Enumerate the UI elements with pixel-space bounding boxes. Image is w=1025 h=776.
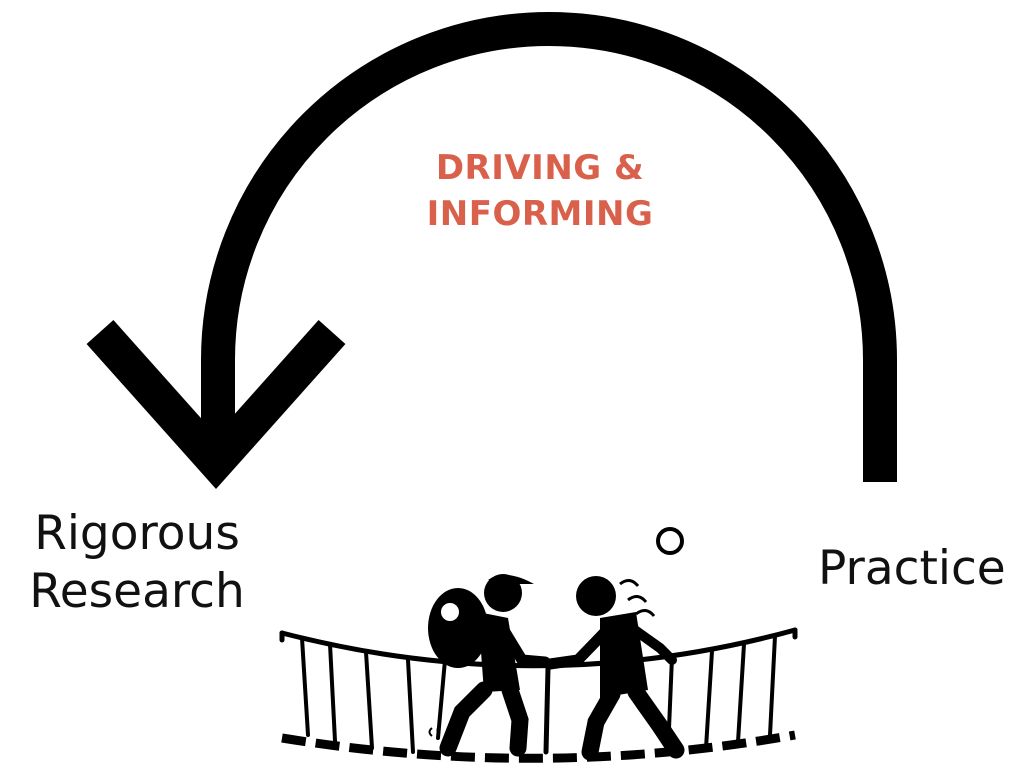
arrow-head-icon: [86, 320, 346, 490]
node-rigorous-research-line-1: Rigorous: [34, 506, 240, 561]
node-rigorous-research-line-2: Research: [29, 564, 245, 619]
arrow-label-line-1: DRIVING &: [435, 148, 645, 188]
node-practice: Practice: [818, 541, 1006, 596]
hiker-with-backpack: [428, 574, 551, 757]
arrow-label-line-2: INFORMING: [426, 194, 654, 234]
arrow-arc: [201, 12, 897, 482]
arrow-label: DRIVING & INFORMING: [390, 145, 690, 237]
node-rigorous-research: Rigorous Research: [12, 505, 262, 621]
bridge-deck: [281, 730, 796, 763]
nervous-walker: [543, 527, 685, 761]
